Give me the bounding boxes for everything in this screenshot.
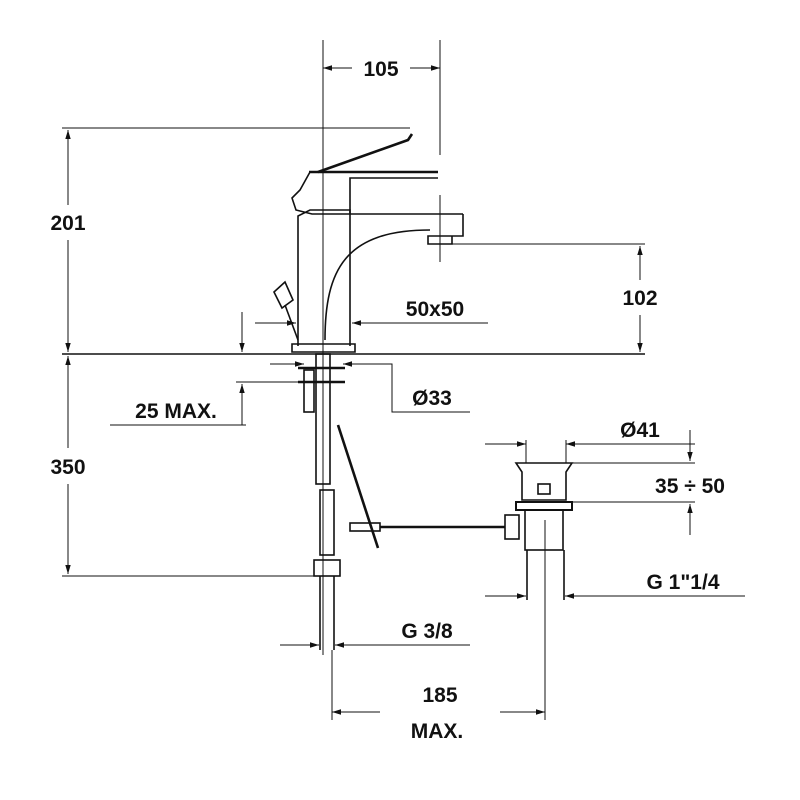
faucet-body: [291, 133, 464, 353]
dim-spout-reach: 105: [363, 58, 398, 81]
dim-deck-thickness: 25 MAX.: [135, 400, 217, 423]
dim-total-height: 201: [50, 212, 85, 235]
dim-rod-length: 185: [422, 684, 457, 707]
dim-supply-thread: G 3/8: [401, 620, 453, 643]
dim-hose-length: 350: [50, 456, 85, 479]
mounting-shank: [298, 353, 345, 650]
dim-waste-range: 35 ÷ 50: [655, 475, 725, 498]
dimension-lines: [62, 65, 745, 720]
dim-waste-thread: G 1"1/4: [647, 571, 720, 594]
side-connector: [273, 280, 299, 341]
dim-waste-diameter: Ø41: [620, 419, 660, 442]
dim-base-size: 50x50: [406, 298, 464, 321]
dim-hole-diameter: Ø33: [412, 387, 452, 410]
popup-rod: [336, 424, 520, 549]
dim-spout-height: 102: [622, 287, 657, 310]
waste-valve: [514, 462, 574, 650]
dim-rod-length-suffix: MAX.: [411, 720, 464, 743]
